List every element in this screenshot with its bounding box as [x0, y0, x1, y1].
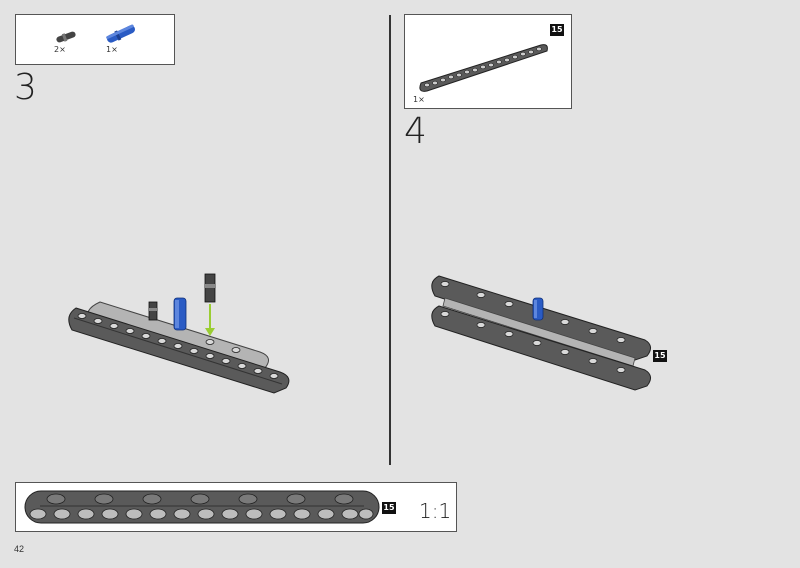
step3-assembly — [68, 273, 290, 394]
beam-15-icon — [419, 44, 548, 92]
beam-top-holes — [46, 493, 354, 505]
beam-15-reference-icon — [24, 490, 380, 524]
step4-assembly — [431, 275, 651, 391]
page-number: 42 — [14, 544, 25, 554]
reference-length-badge: 15 — [382, 502, 396, 514]
step4-part-length-badge: 15 — [550, 24, 564, 36]
blue-pin — [532, 297, 544, 321]
step-divider — [389, 15, 391, 465]
gray-axle-pin-icon — [56, 31, 76, 43]
gray-pin-left — [148, 301, 158, 321]
step3-parts-box: 2× 1× — [15, 14, 175, 65]
scale-label: 1:1 — [419, 499, 452, 523]
step4-part-qty: 1× — [413, 95, 425, 104]
insert-arrow — [205, 304, 215, 336]
beam-bottom-holes — [29, 508, 374, 520]
step3-part1-qty: 2× — [54, 45, 66, 54]
step4-number: 4 — [404, 111, 427, 152]
blue-axle-pin-icon — [106, 24, 135, 43]
step4-assembly-badge: 15 — [653, 350, 667, 362]
step3-part2-qty: 1× — [106, 45, 118, 54]
reference-scale-box: 15 1:1 — [15, 482, 457, 532]
beam-dark-front — [68, 307, 290, 394]
step3-number: 3 — [14, 67, 37, 108]
step4-parts-box: 15 1× — [404, 14, 572, 109]
gray-pin-right — [204, 273, 216, 303]
blue-pin — [173, 297, 187, 331]
